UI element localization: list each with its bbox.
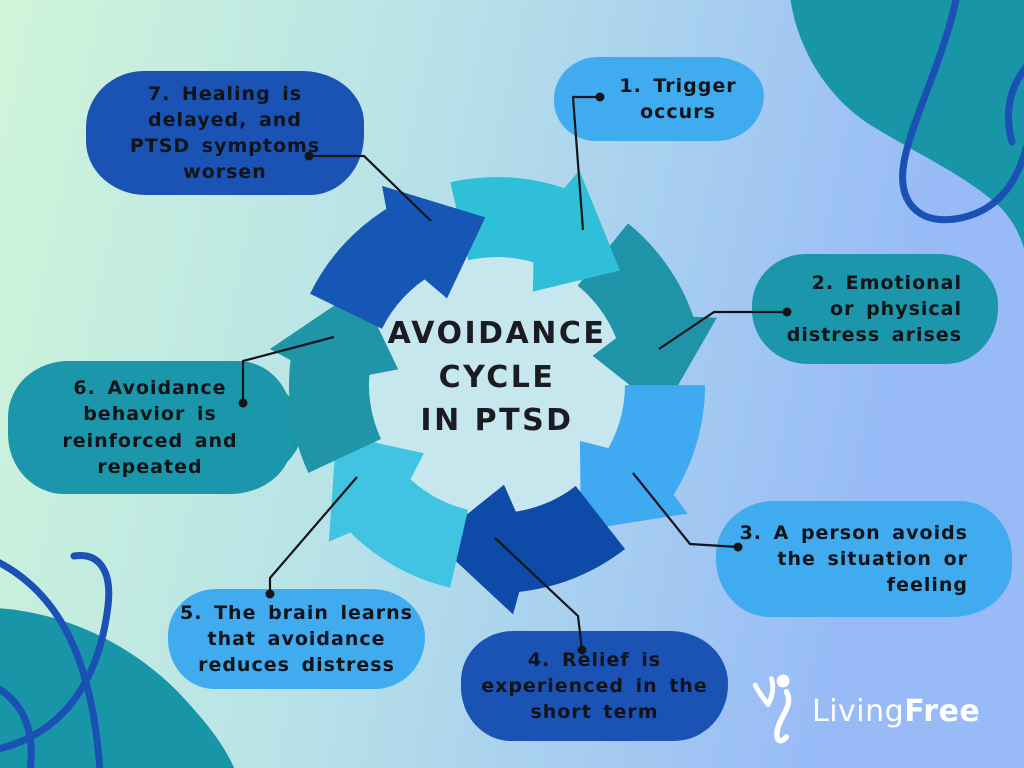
step-bubble-5: 5. The brain learns that avoidance reduc… [168,589,425,689]
cycle-arrow-2 [450,170,620,292]
squiggle-line-top-right [899,0,1024,224]
step-label-3: 3. A person avoids the situation or feel… [739,521,968,597]
step-label-7: 7. Healing is delayed, and PTSD symptoms… [129,82,321,184]
step-bubble-2: 2. Emotional or physical distress arises [752,254,998,364]
brand-name-regular: Living [812,693,905,729]
squiggle-lines-bottom-left-b [0,552,113,753]
squiggle-lines-bottom-left-a [0,559,104,768]
brand-logo: LivingFree [750,668,980,754]
step-bubble-7: 7. Healing is delayed, and PTSD symptoms… [86,71,364,195]
brand-name-bold: Free [904,693,981,729]
squiggle-line-top-right-2 [1005,63,1024,146]
step-bubble-4: 4. Relief is experienced in the short te… [461,631,728,741]
connector-line-5 [268,476,358,594]
brand-name: LivingFree [812,694,980,729]
step-label-4: 4. Relief is experienced in the short te… [481,648,708,724]
step-bubble-3: 3. A person avoids the situation or feel… [716,501,1012,617]
step-label-6: 6. Avoidance behavior is reinforced and … [62,377,238,478]
person-figure-icon [752,674,792,744]
step-bubble-6: 6. Avoidance behavior is reinforced and … [8,361,292,494]
step-label-1: 1. Trigger occurs [619,74,737,123]
organic-blob-top-right [790,0,1024,249]
step-label-2: 2. Emotional or physical distress arises [786,271,962,347]
step-bubble-1: 1. Trigger occurs [554,57,764,141]
squiggle-lines-bottom-left-c [0,685,35,768]
cycle-arrow-5 [434,484,626,615]
step-label-5: 5. The brain learns that avoidance reduc… [180,601,413,677]
page-title: AVOIDANCE CYCLE IN PTSD [387,316,607,438]
